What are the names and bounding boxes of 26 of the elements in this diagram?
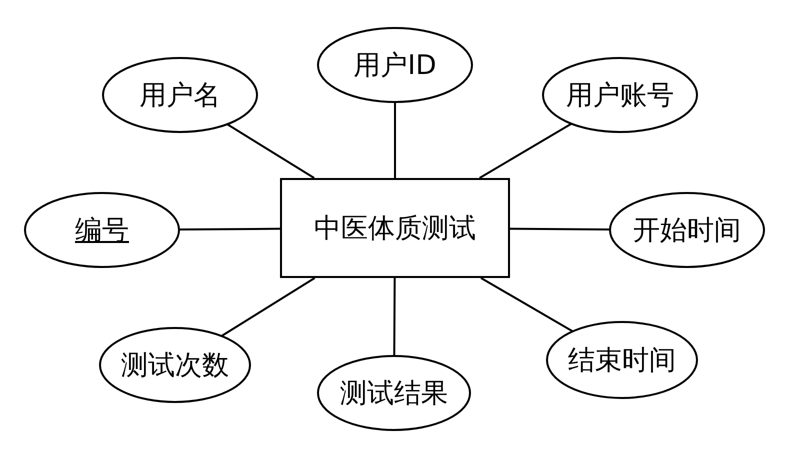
attribute-label: 测试次数 bbox=[121, 349, 229, 383]
connector-line bbox=[394, 102, 396, 178]
connector-line bbox=[480, 277, 574, 332]
key-attribute-label: 编号 bbox=[75, 214, 129, 248]
attribute-ellipse bbox=[23, 191, 181, 269]
attribute-ellipse bbox=[98, 326, 252, 404]
attribute-label: 用户ID bbox=[354, 49, 436, 83]
attribute-ellipse bbox=[608, 191, 766, 269]
attribute-label: 用户名 bbox=[140, 79, 220, 113]
attribute-ellipse bbox=[316, 26, 474, 104]
attribute-ellipse bbox=[316, 354, 472, 432]
attribute-ellipse bbox=[545, 320, 699, 400]
connector-line bbox=[178, 228, 280, 230]
attribute-ellipse bbox=[541, 56, 699, 134]
attribute-ellipse bbox=[101, 56, 259, 134]
attribute-label: 用户账号 bbox=[566, 79, 674, 113]
connector-line bbox=[510, 228, 610, 230]
entity-box bbox=[280, 178, 510, 278]
connector-line bbox=[479, 122, 572, 179]
connector-line bbox=[393, 278, 396, 356]
attribute-label: 开始时间 bbox=[633, 214, 741, 248]
attribute-label: 结束时间 bbox=[568, 344, 676, 378]
attribute-label: 测试结果 bbox=[340, 377, 448, 411]
connector-line bbox=[221, 277, 316, 337]
connector-line bbox=[226, 123, 315, 179]
entity-label: 中医体质测试 bbox=[314, 212, 476, 246]
